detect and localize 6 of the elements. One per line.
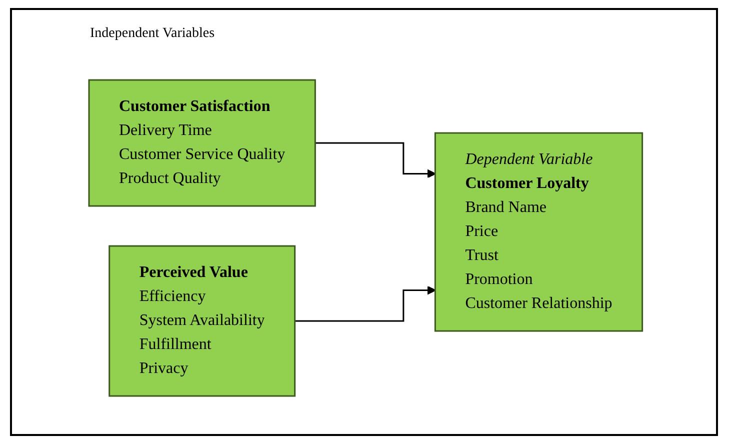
group-heading: Independent Variables xyxy=(90,26,215,42)
node-box: Customer Satisfaction Delivery Time Customer Service Quality Product Quality xyxy=(88,79,316,207)
node-box: Dependent Variable Customer Loyalty Brand Name Price Trust Promotion Customer Relationship xyxy=(434,132,644,332)
arrow xyxy=(316,142,436,178)
node-box: Perceived Value Efficiency System Availability Fulfillment Privacy xyxy=(108,245,296,397)
arrow xyxy=(295,286,436,322)
